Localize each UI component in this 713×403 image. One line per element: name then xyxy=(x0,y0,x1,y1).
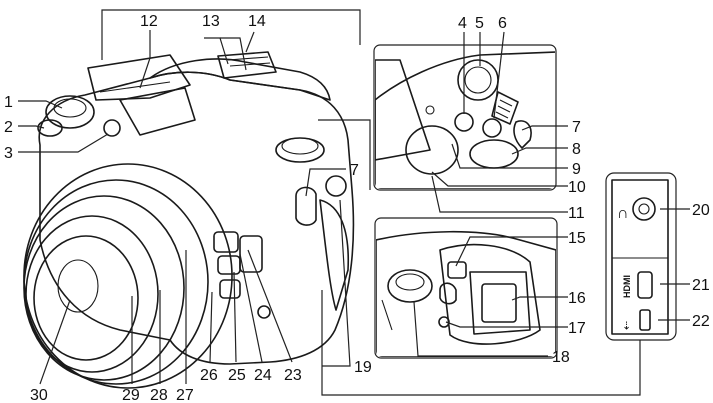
callout-7b: 7 xyxy=(350,162,359,179)
callout-28: 28 xyxy=(150,387,168,403)
callout-13: 13 xyxy=(202,13,220,30)
inset-ports: ∩ HDMI ⇠ xyxy=(605,172,677,341)
usb-icon: ⇠ xyxy=(620,321,633,330)
callout-11: 11 xyxy=(568,205,585,222)
callout-10: 10 xyxy=(568,179,586,196)
callout-18: 18 xyxy=(552,349,570,366)
callout-5: 5 xyxy=(475,15,484,32)
inset-rear-controls xyxy=(374,217,558,359)
callout-2: 2 xyxy=(4,119,13,136)
camera-front-view xyxy=(23,51,355,389)
inset-top-controls xyxy=(373,44,557,191)
usb-port xyxy=(639,309,651,331)
headphone-jack xyxy=(632,197,656,221)
camera-body xyxy=(38,71,355,365)
callout-24: 24 xyxy=(254,367,272,384)
viewfinder-eyecup xyxy=(469,271,531,335)
hdmi-port xyxy=(637,271,653,299)
callout-23: 23 xyxy=(284,367,302,384)
callout-25: 25 xyxy=(228,367,246,384)
leader-lines xyxy=(18,30,690,385)
callout-12: 12 xyxy=(140,13,158,30)
lens-barrel-outer xyxy=(23,163,233,389)
mode-dial xyxy=(45,95,95,129)
callout-29: 29 xyxy=(122,387,140,403)
callout-26: 26 xyxy=(200,367,218,384)
callout-19: 19 xyxy=(354,359,372,376)
callout-3: 3 xyxy=(4,145,13,162)
callout-15: 15 xyxy=(568,230,586,247)
callout-30: 30 xyxy=(30,387,48,403)
callout-20: 20 xyxy=(692,202,710,219)
inset-connectors xyxy=(101,9,641,396)
callout-16: 16 xyxy=(568,290,586,307)
callout-14: 14 xyxy=(248,13,266,30)
callout-1: 1 xyxy=(4,94,13,111)
callout-21: 21 xyxy=(692,277,710,294)
lens-front-ring xyxy=(25,215,159,373)
hot-shoe xyxy=(217,51,277,79)
flash-unit xyxy=(87,54,191,101)
callout-4: 4 xyxy=(458,15,467,32)
callout-labels: 1 2 3 4 5 6 7 7 8 9 10 11 12 13 14 15 16… xyxy=(4,13,710,403)
callout-7a: 7 xyxy=(572,119,581,136)
callout-17: 17 xyxy=(568,320,586,337)
callout-9: 9 xyxy=(572,161,581,178)
callout-8: 8 xyxy=(572,141,581,158)
headphone-icon: ∩ xyxy=(617,205,629,222)
callout-6: 6 xyxy=(498,15,507,32)
callout-27: 27 xyxy=(176,387,194,403)
callout-22: 22 xyxy=(692,313,710,330)
hdmi-label: HDMI xyxy=(622,275,632,298)
lens-glass xyxy=(33,235,139,361)
lens-barrel-ring xyxy=(23,179,209,385)
